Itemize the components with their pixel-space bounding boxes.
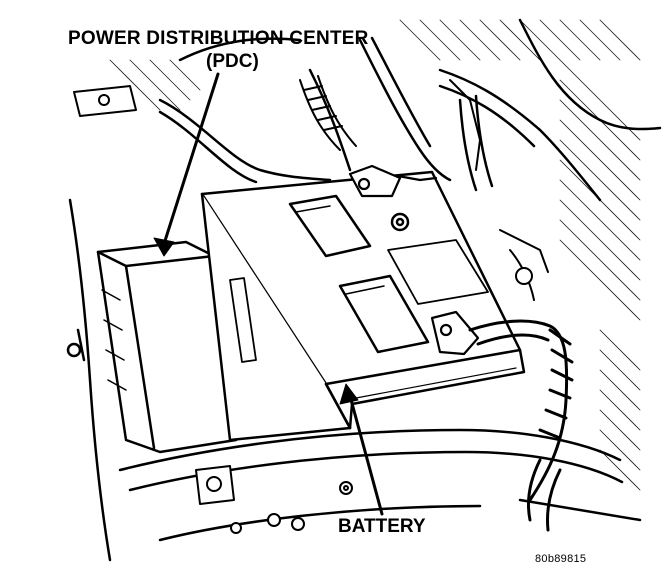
- battery-terminals: [348, 164, 480, 356]
- battery-cap-rear: [338, 274, 430, 354]
- terminal-negative: [430, 310, 480, 356]
- arrowheads: [153, 237, 359, 405]
- pdc-label-line2: (PDC): [206, 51, 259, 72]
- pdc-label-line1: POWER DISTRIBUTION CENTER: [68, 28, 369, 49]
- hoses: [158, 18, 662, 202]
- background-hatching: [109, 19, 641, 491]
- fender-left: [66, 198, 112, 562]
- battery-arrowhead: [339, 383, 359, 405]
- battery: [200, 170, 526, 442]
- wiring-harness-upper: [299, 75, 481, 171]
- leader-lines: [162, 72, 384, 516]
- battery-leader: [348, 394, 384, 516]
- right-connector: [499, 229, 549, 301]
- battery-cap-front: [288, 194, 372, 258]
- fasteners: [195, 465, 353, 534]
- figure-code: 80b89815: [535, 553, 587, 565]
- mounting-bracket: [73, 85, 137, 117]
- battery-label: BATTERY: [338, 516, 426, 537]
- pdc-leader: [162, 72, 220, 246]
- battery-cables: [468, 319, 574, 532]
- pdc-arrowhead: [153, 237, 175, 257]
